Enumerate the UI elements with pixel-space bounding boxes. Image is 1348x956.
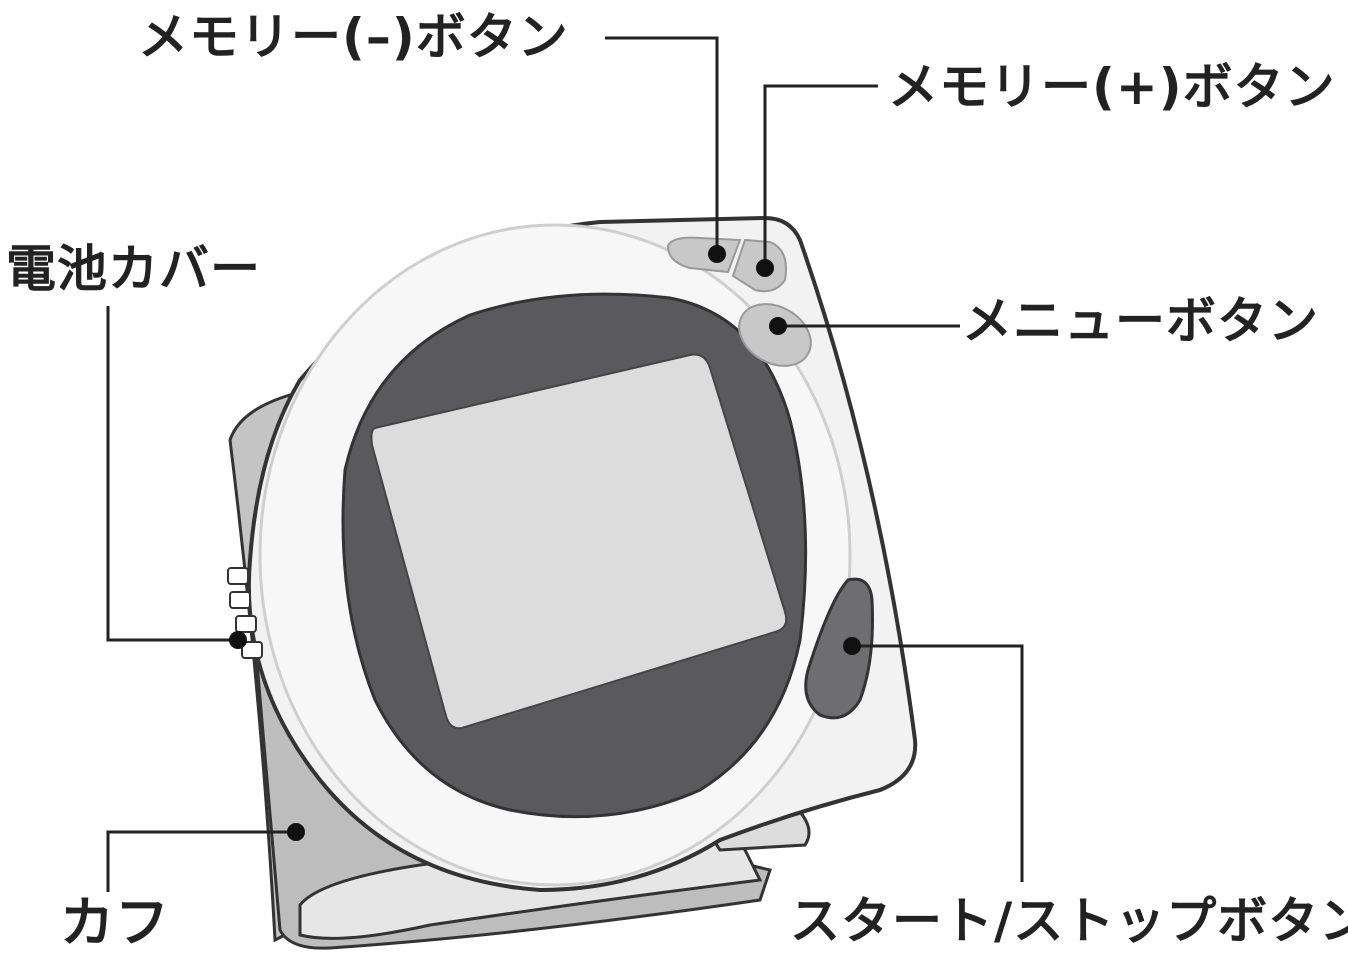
- menu-button-label: メニューボタン: [962, 292, 1319, 350]
- dot-start-stop: [843, 637, 861, 655]
- dot-cuff: [287, 823, 305, 841]
- start-stop-button[interactable]: [804, 577, 874, 720]
- dot-memory-plus: [756, 259, 774, 277]
- leader-memory-plus: [763, 84, 878, 268]
- lcd-screen: [370, 353, 788, 730]
- memory-minus-label: メモリー(–)ボタン: [138, 8, 569, 66]
- dot-menu: [769, 317, 787, 335]
- leader-lines: [106, 36, 1024, 892]
- start-stop-label: スタート/ストップボタン: [790, 892, 1348, 950]
- battery-cover-tabs: [227, 567, 263, 659]
- dot-battery-cover: [229, 631, 247, 649]
- memory-plus-label: メモリー(+)ボタン: [888, 58, 1336, 116]
- memory-minus-button[interactable]: [666, 236, 742, 274]
- leader-cuff: [106, 830, 296, 892]
- leader-memory-minus: [605, 36, 719, 254]
- menu-button[interactable]: [728, 292, 822, 378]
- dot-memory-minus: [708, 245, 726, 263]
- battery-cover-label: 電池カバー: [6, 240, 261, 298]
- pointer-dots: [229, 245, 861, 841]
- leader-battery-cover: [106, 306, 238, 642]
- cuff-label: カフ: [60, 891, 170, 954]
- leader-start-stop: [852, 644, 1024, 882]
